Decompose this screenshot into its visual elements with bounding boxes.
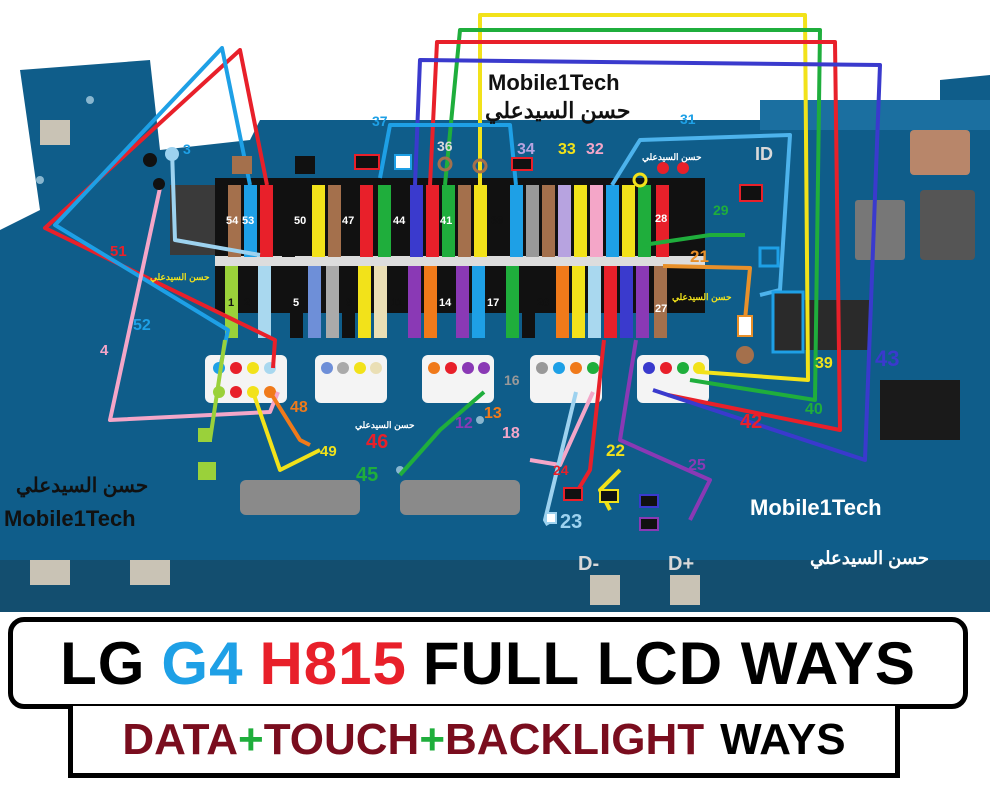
pin-label-25: 25 <box>688 457 706 474</box>
pin-label-50: 50 <box>294 215 306 227</box>
pin-label-8: 8 <box>346 297 352 309</box>
watermark-arabic-left: حسن السيدعلي <box>16 475 148 498</box>
pin-label-39: 39 <box>815 355 833 372</box>
pin-label-28: 28 <box>655 213 667 225</box>
pin-label-4: 4 <box>100 342 109 359</box>
pin-label-33: 33 <box>558 141 576 158</box>
pin-label-36: 36 <box>437 138 453 154</box>
watermark-arabic-small-2: حسن السيدعلي <box>355 420 415 431</box>
label-d-plus: D+ <box>668 553 694 575</box>
pin-label-40: 40 <box>805 401 823 418</box>
pin-label-47: 47 <box>342 215 354 227</box>
pin-label-23: 23 <box>560 511 582 533</box>
pin-label-3: 3 <box>183 141 191 157</box>
pin-label-11: 11 <box>391 297 403 309</box>
watermark-arabic-small-1: حسن السيدعلي <box>150 272 210 283</box>
pin-label-31: 31 <box>680 111 696 127</box>
watermark-brand-right: Mobile1Tech <box>750 495 882 520</box>
subtitle-touch: TOUCH <box>263 714 420 764</box>
wire-routes <box>43 13 882 527</box>
pin-label-24: 24 <box>553 462 569 478</box>
watermark-layer: Mobile1Tech حسن السيدعلي حسن السيدعلي Mo… <box>4 70 929 575</box>
pin-label-5: 5 <box>293 297 299 309</box>
watermark-brand-left: Mobile1Tech <box>4 506 136 531</box>
label-chip-id: ID <box>755 144 773 164</box>
pin-label-27: 27 <box>655 303 667 315</box>
title-banner: LG G4 H815 FULL LCD WAYS <box>8 617 968 709</box>
pin-label-32: 32 <box>586 141 604 158</box>
subtitle-plus-1: + <box>237 714 264 764</box>
pin-label-20: 20 <box>537 297 549 309</box>
subtitle-data: DATA <box>122 714 238 764</box>
pad-markers <box>143 147 805 531</box>
watermark-arabic-top: حسن السيدعلي <box>485 98 630 124</box>
watermark-arabic-small-3: حسن السيدعلي <box>642 152 702 163</box>
test-pad-groups <box>205 355 709 403</box>
watermark-arabic-small-4: حسن السيدعلي <box>672 292 732 303</box>
label-d-minus: D- <box>578 553 599 575</box>
pin-label-37: 37 <box>372 113 388 129</box>
subtitle-banner: DATA + TOUCH + BACKLIGHT WAYS <box>68 706 900 778</box>
connector-top-row <box>228 185 669 257</box>
pin-label-48: 48 <box>290 399 308 416</box>
pin-label-42: 42 <box>740 411 762 433</box>
title-brand: LG <box>60 629 146 697</box>
pin-label-2: 2 <box>244 297 250 309</box>
pin-label-14: 14 <box>439 297 452 309</box>
subtitle-backlight: BACKLIGHT <box>445 714 705 764</box>
pin-label-52: 52 <box>133 317 151 334</box>
subtitle-plus-2: + <box>419 714 446 764</box>
pin-label-46: 46 <box>366 431 388 453</box>
pin-label-12: 12 <box>455 415 473 432</box>
pin-label-16: 16 <box>504 372 520 388</box>
watermark-arabic-right: حسن السيدعلي <box>810 548 929 569</box>
title-model: G4 <box>161 629 244 697</box>
title-variant: H815 <box>259 629 407 697</box>
pin-label-41: 41 <box>440 215 452 227</box>
pin-label-21: 21 <box>690 247 709 266</box>
pin-label-38: 38 <box>491 215 503 227</box>
pin-label-22: 22 <box>606 441 625 460</box>
pcb-board: 1234581114172021222324252728293132333436… <box>0 13 990 612</box>
pin-label-17: 17 <box>487 297 499 309</box>
pin-label-53: 53 <box>242 215 254 227</box>
pin-label-54: 54 <box>226 215 239 227</box>
pin-label-13: 13 <box>484 405 502 422</box>
connector-bottom-row <box>225 266 667 338</box>
watermark-brand-top: Mobile1Tech <box>488 70 620 95</box>
pin-label-49: 49 <box>320 443 337 460</box>
pin-label-34: 34 <box>517 141 535 158</box>
pin-label-1: 1 <box>228 297 234 309</box>
pin-label-44: 44 <box>393 215 406 227</box>
pin-label-51: 51 <box>110 243 127 260</box>
pin-label-18: 18 <box>502 425 520 442</box>
pin-label-45: 45 <box>356 464 378 486</box>
pin-label-43: 43 <box>875 346 899 371</box>
title-suffix: FULL LCD WAYS <box>422 629 916 697</box>
pin-label-29: 29 <box>713 202 729 218</box>
subtitle-ways: WAYS <box>720 714 846 764</box>
board-components <box>30 96 975 605</box>
